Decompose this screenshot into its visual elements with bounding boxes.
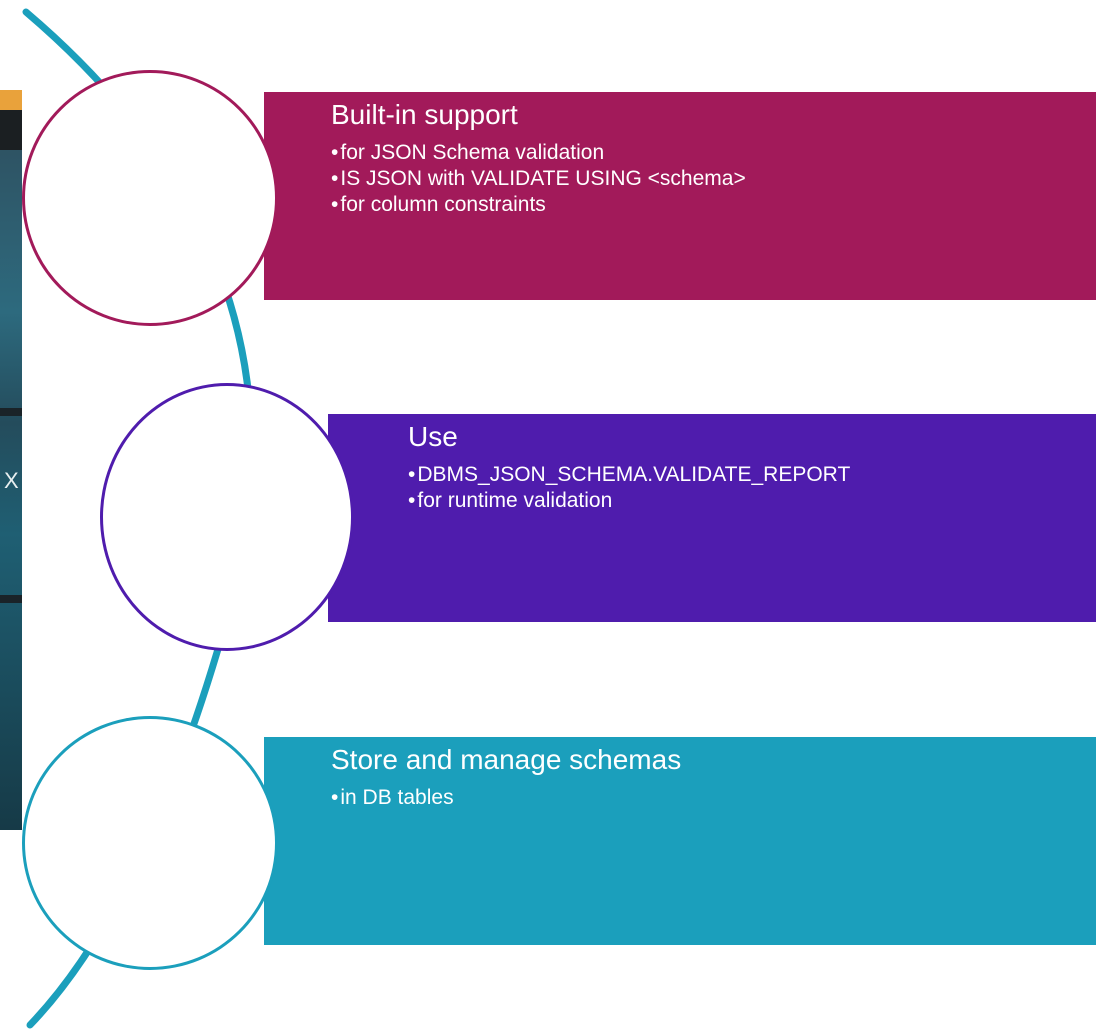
step-bullet: •in DB tables xyxy=(331,785,1096,811)
bullet-marker: • xyxy=(331,167,339,190)
bullet-marker: • xyxy=(408,463,416,486)
step-title: Store and manage schemas xyxy=(331,744,682,775)
step-title: Use xyxy=(408,421,458,452)
photo-orange-strip xyxy=(0,90,22,110)
step-panel-2: Use •DBMS_JSON_SCHEMA.VALIDATE_REPORT •f… xyxy=(328,414,1096,622)
side-photo-fragment: X xyxy=(0,90,22,830)
photo-band xyxy=(0,408,22,416)
photo-partial-glyph: X xyxy=(4,468,19,493)
step-circle-3 xyxy=(22,716,278,970)
bullet-text: in DB tables xyxy=(340,786,454,809)
photo-band xyxy=(0,595,22,603)
bullet-text: IS JSON with VALIDATE USING <schema> xyxy=(340,167,746,190)
step-bullet: •for JSON Schema validation xyxy=(331,140,1096,166)
bullet-marker: • xyxy=(408,489,416,512)
step-circle-2 xyxy=(100,383,354,651)
step-panel-1: Built-in support •for JSON Schema valida… xyxy=(264,92,1096,300)
photo-dark-strip xyxy=(0,110,22,150)
step-circle-1 xyxy=(22,70,278,326)
bullet-marker: • xyxy=(331,786,339,809)
bullet-text: for JSON Schema validation xyxy=(340,141,605,164)
step-bullet-list: •in DB tables xyxy=(331,785,1096,811)
step-bullet-list: •DBMS_JSON_SCHEMA.VALIDATE_REPORT •for r… xyxy=(408,462,1096,514)
bullet-marker: • xyxy=(331,141,339,164)
step-bullet: •for column constraints xyxy=(331,192,1096,218)
step-bullet-list: •for JSON Schema validation •IS JSON wit… xyxy=(331,140,1096,218)
bullet-text: for runtime validation xyxy=(417,489,613,512)
step-bullet: •IS JSON with VALIDATE USING <schema> xyxy=(331,166,1096,192)
bullet-marker: • xyxy=(331,193,339,216)
step-panel-3: Store and manage schemas •in DB tables xyxy=(264,737,1096,945)
bullet-text: DBMS_JSON_SCHEMA.VALIDATE_REPORT xyxy=(417,463,851,486)
step-bullet: •DBMS_JSON_SCHEMA.VALIDATE_REPORT xyxy=(408,462,1096,488)
bullet-text: for column constraints xyxy=(340,193,546,216)
step-title: Built-in support xyxy=(331,99,518,130)
step-bullet: •for runtime validation xyxy=(408,488,1096,514)
